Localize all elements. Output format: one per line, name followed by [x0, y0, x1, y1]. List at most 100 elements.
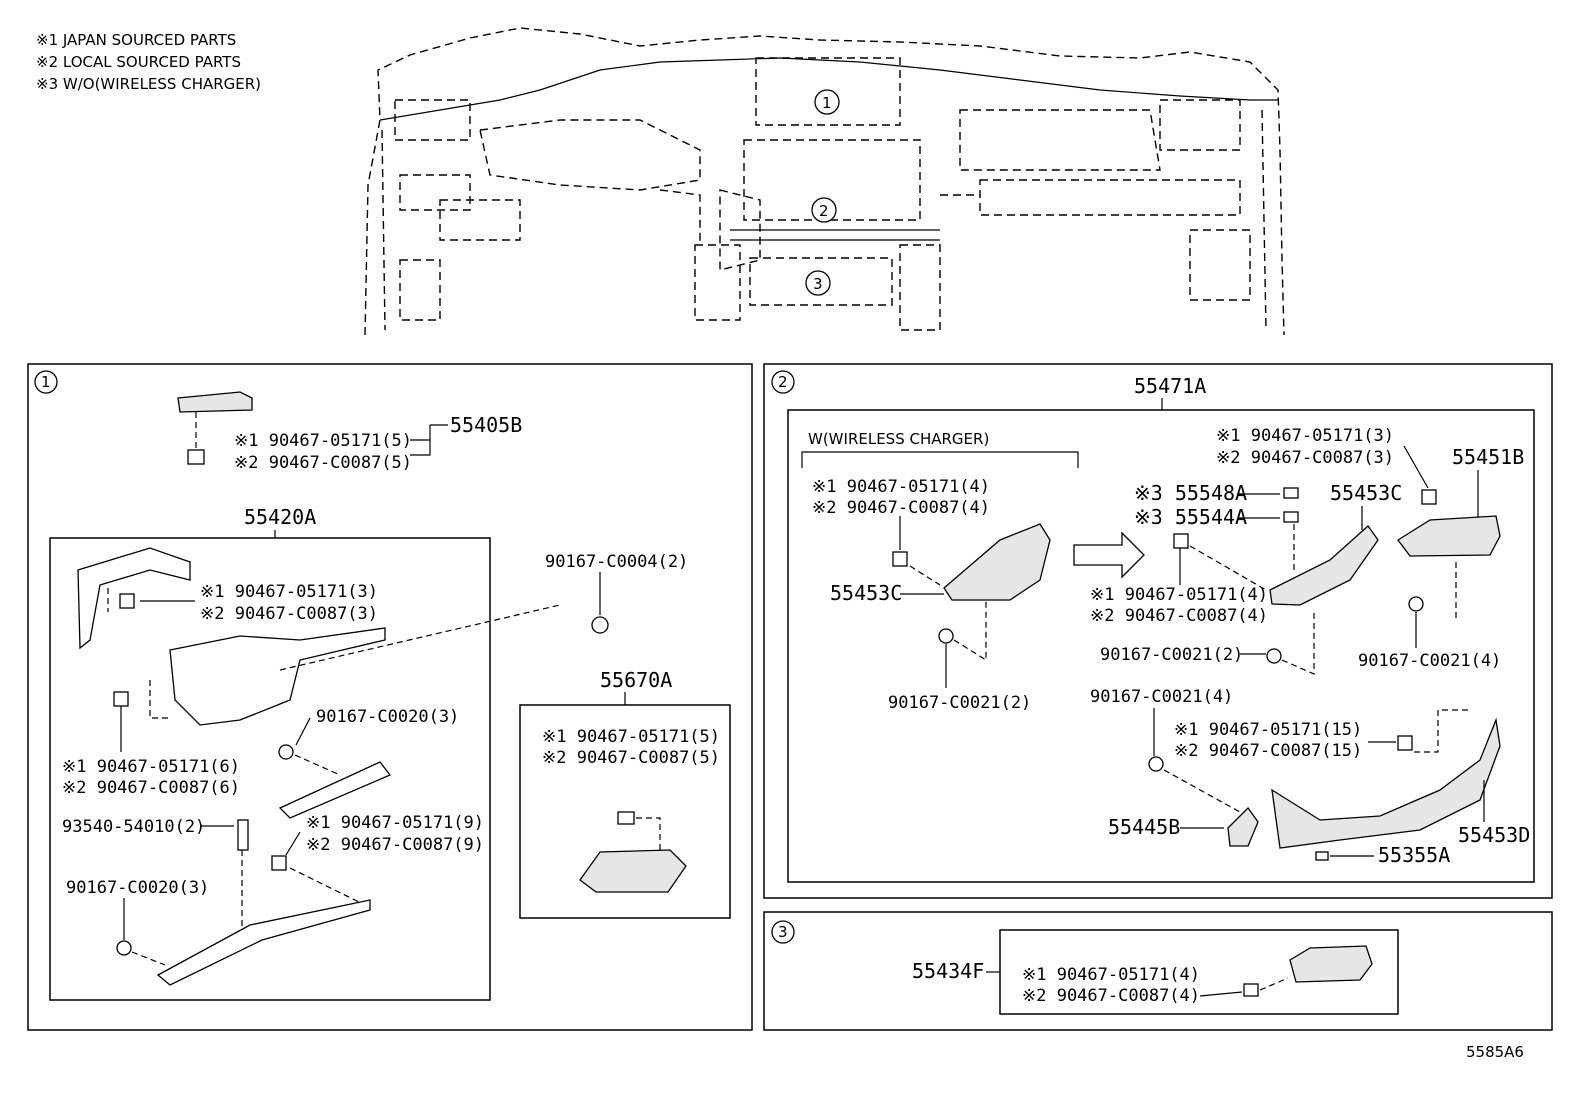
note-without-wireless-charger: ※3 W/O(WIRELESS CHARGER) — [36, 75, 261, 93]
replacement-arrow-icon — [1073, 531, 1145, 579]
label-screw-c0021-4r: 90167-C0021(4) — [1358, 651, 1501, 671]
label-55451B-clip3-2: ※2 90467-C0087(3) — [1216, 448, 1394, 468]
section-3: 3 55434F ※1 90467-05171(4) ※2 90467-C008… — [763, 911, 1553, 1031]
clip-icon — [119, 593, 135, 609]
label-55420A: 55420A — [244, 505, 316, 529]
part-55548A-icon — [1283, 487, 1299, 499]
overview-callout-2-circle — [811, 197, 837, 223]
label-55471A: 55471A — [1134, 374, 1206, 398]
clip-icon — [187, 449, 205, 465]
group-55434F-frame — [999, 929, 1399, 1015]
label-screw-c0021-2: 90167-C0021(2) — [1100, 645, 1243, 665]
label-clip5-2: ※2 90467-C0087(5) — [542, 748, 720, 768]
instrument-panel-overview: 1 2 3 — [364, 27, 1285, 336]
part-55544A-icon — [1283, 511, 1299, 523]
section-3-callout: 3 — [778, 923, 788, 941]
group-55670A-frame — [519, 704, 731, 919]
section-1: 1 55405B ※1 90467-05171(5) ※2 90467-C008… — [27, 363, 753, 1031]
part-55445B-shape — [1227, 806, 1259, 847]
label-55548A: ※3 55548A — [1134, 481, 1247, 505]
group-55420A-frame — [49, 537, 491, 1001]
label-55405B-clip-1: ※1 90467-05171(5) — [234, 431, 412, 451]
overview-callout-1: 1 — [822, 94, 832, 112]
bolt-icon — [237, 819, 249, 851]
clip-icon — [1397, 735, 1413, 751]
section-1-callout: 1 — [41, 373, 51, 391]
note-local-sourced: ※2 LOCAL SOURCED PARTS — [36, 53, 241, 71]
label-clip15-2: ※2 90467-C0087(15) — [1174, 741, 1362, 761]
label-r-clip4-1: ※1 90467-05171(4) — [1090, 585, 1268, 605]
part-55453C-right-shape — [1269, 525, 1379, 606]
section-2: 2 55471A W(WIRELESS CHARGER) ※1 90467-05… — [763, 363, 1553, 899]
label-55451B: 55451B — [1452, 445, 1524, 469]
part-lower-cover-shape — [156, 899, 371, 986]
part-55434F-shape — [1289, 945, 1373, 983]
clip-icon — [617, 811, 635, 825]
label-55670A: 55670A — [600, 668, 672, 692]
clip-icon — [113, 691, 129, 707]
section-1-callout-circle — [34, 370, 58, 394]
label-clip6-2: ※2 90467-C0087(6) — [62, 778, 240, 798]
label-55544A: ※3 55544A — [1134, 505, 1247, 529]
part-upper-trim-shape — [77, 547, 191, 650]
note-japan-sourced: ※1 JAPAN SOURCED PARTS — [36, 31, 236, 49]
label-screw-c0021-left: 90167-C0021(2) — [888, 693, 1031, 713]
overview-callout-1-circle — [814, 89, 840, 115]
clip-icon — [271, 855, 287, 871]
label-clip3-2: ※2 90467-C0087(3) — [200, 604, 378, 624]
label-55453C-left: 55453C — [830, 581, 902, 605]
label-clip9-2: ※2 90467-C0087(9) — [306, 835, 484, 855]
label-r-clip4-2: ※2 90467-C0087(4) — [1090, 606, 1268, 626]
section-3-callout-circle — [771, 920, 795, 944]
label-s3-clip4-2: ※2 90467-C0087(4) — [1022, 986, 1200, 1006]
label-clip6-1: ※1 90467-05171(6) — [62, 757, 240, 777]
clip-icon — [892, 551, 908, 567]
screw-icon — [278, 744, 294, 760]
label-screw-c0021-4: 90167-C0021(4) — [1090, 687, 1233, 707]
label-w-clip4-2: ※2 90467-C0087(4) — [812, 498, 990, 518]
label-clip9-1: ※1 90467-05171(9) — [306, 813, 484, 833]
clip-icon — [1243, 983, 1259, 997]
part-55405B-shape — [177, 391, 253, 413]
clip-icon — [1421, 489, 1437, 505]
label-clip15-1: ※1 90467-05171(15) — [1174, 720, 1362, 740]
screw-icon — [938, 628, 954, 644]
group-55471A-frame — [787, 409, 1535, 883]
section-3-frame — [763, 911, 1553, 1031]
label-screw-c0020-b: 90167-C0020(3) — [66, 878, 209, 898]
part-55355A-icon — [1315, 851, 1329, 861]
label-55405B: 55405B — [450, 413, 522, 437]
screw-icon — [1266, 648, 1282, 664]
label-clip3-1: ※1 90467-05171(3) — [200, 582, 378, 602]
section-2-callout: 2 — [778, 373, 788, 391]
clip-icon — [1173, 533, 1189, 549]
label-55434F: 55434F — [912, 959, 984, 983]
legend: ※1 JAPAN SOURCED PARTS ※2 LOCAL SOURCED … — [36, 31, 261, 93]
part-55453C-wireless-shape — [943, 523, 1051, 601]
overview-callout-3: 3 — [813, 275, 823, 293]
label-55445B: 55445B — [1108, 815, 1180, 839]
label-55453C-right: 55453C — [1330, 481, 1402, 505]
screw-icon — [116, 940, 132, 956]
label-55355A: 55355A — [1378, 843, 1450, 867]
section-2-frame — [763, 363, 1553, 899]
screw-icon — [1408, 596, 1424, 612]
part-55670A-vent-shape — [579, 849, 687, 893]
label-with-wireless-charger: W(WIRELESS CHARGER) — [808, 430, 989, 448]
label-55453D: 55453D — [1458, 823, 1530, 847]
screw-icon — [1148, 756, 1164, 772]
label-55405B-clip-2: ※2 90467-C0087(5) — [234, 453, 412, 473]
section-2-callout-circle — [771, 370, 795, 394]
label-55451B-clip3-1: ※1 90467-05171(3) — [1216, 426, 1394, 446]
section-1-frame — [27, 363, 753, 1031]
overview-callout-3-circle — [805, 270, 831, 296]
label-w-clip4-1: ※1 90467-05171(4) — [812, 477, 990, 497]
part-lower-strip-shape — [278, 761, 392, 819]
label-bolt-54010: 93540-54010(2) — [62, 817, 205, 837]
overview-callout-2: 2 — [819, 202, 829, 220]
figure-id: 5585A6 — [1466, 1043, 1524, 1061]
label-s3-clip4-1: ※1 90467-05171(4) — [1022, 965, 1200, 985]
part-55453D-shape — [1271, 717, 1501, 849]
label-screw-c0020-a: 90167-C0020(3) — [316, 707, 459, 727]
